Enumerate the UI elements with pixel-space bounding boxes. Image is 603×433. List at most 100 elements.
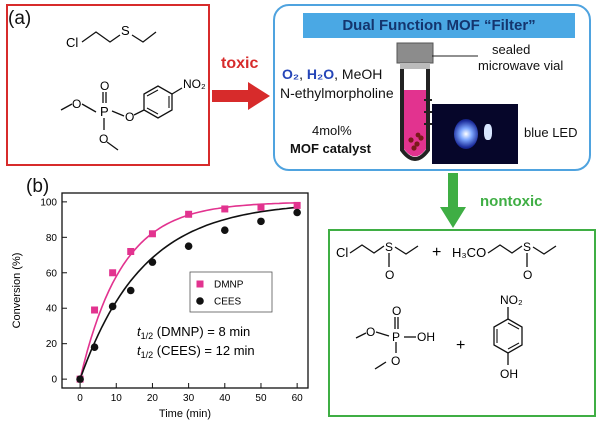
reagent-o2: O₂ [282, 66, 300, 82]
x-axis-label: Time (min) [159, 408, 211, 420]
toxic-structures: Cl S P O O O O NO₂ [60, 23, 206, 151]
prod-oh-label: OH [417, 330, 435, 344]
prod-ring-double3 [507, 342, 520, 350]
data-point-dmnp [91, 306, 99, 314]
dmnp-o-top: O [100, 79, 109, 93]
y-tick-label: 100 [40, 197, 57, 208]
reagent-base: N-ethylmorpholine [280, 85, 394, 101]
y-tick-label: 60 [46, 268, 58, 279]
prod-p-methyl-bottom [374, 361, 387, 370]
prod-no2-label: NO₂ [500, 293, 523, 307]
prod2-chain-right [532, 245, 557, 255]
nontoxic-structures: Cl S O + H₃CO S O P O O O OH + NO₂ OH [336, 240, 557, 381]
data-point-cees [148, 258, 157, 266]
plus-1: + [432, 244, 441, 261]
panel-a-label: (a) [8, 8, 32, 29]
toxic-reactants-box [6, 4, 210, 166]
legend-label-dmnp: DMNP [214, 280, 244, 291]
led-glow [454, 119, 478, 149]
dmnp-ring-double3 [146, 107, 159, 115]
cees-cl-label: Cl [66, 35, 78, 50]
data-points [76, 201, 301, 383]
catalyst-name: MOF catalyst [290, 141, 371, 156]
data-point-cees [184, 242, 193, 250]
y-axis-ticks: 0 20 40 60 80 100 [40, 197, 67, 386]
prod1-chain-left [349, 244, 385, 254]
prod1-chain-right [394, 245, 419, 255]
legend-frame [189, 271, 273, 313]
y-tick-label: 80 [46, 233, 58, 244]
data-point-dmnp [221, 205, 229, 213]
legend-label-cees: CEES [214, 297, 242, 308]
dmnp-o-right: O [125, 110, 134, 124]
prod-s2-label: S [523, 240, 531, 254]
data-point-cees [293, 208, 301, 217]
prod-o-label: O [385, 268, 394, 282]
led-spot [484, 124, 492, 140]
data-point-dmnp [185, 210, 193, 218]
x-tick-label: 50 [255, 393, 267, 404]
dmnp-ring-double1 [146, 89, 159, 97]
x-tick-label: 20 [147, 393, 159, 404]
data-point-cees [257, 217, 265, 226]
data-point-cees [76, 375, 84, 383]
cees-chain-left [81, 31, 121, 43]
prod-h3co-label: H₃CO [452, 245, 486, 260]
dmnp-methyl-bottom [106, 141, 119, 151]
dmnp-no2-bond [171, 87, 183, 95]
reagent-rest: , MeOH [334, 66, 383, 82]
vial-label-line1: sealed [492, 42, 531, 57]
prod-p-label: P [392, 330, 400, 344]
cees-chain-right [131, 31, 157, 43]
half-life-annotation: t1/2 (DMNP) = 8 min [137, 324, 250, 341]
dmnp-no2-label: NO₂ [183, 77, 206, 91]
dmnp-benzene-ring [143, 85, 173, 119]
reagent-line1: O₂, H₂O, MeOH [282, 66, 383, 82]
y-tick-label: 0 [51, 375, 57, 386]
y-axis-label: Conversion (%) [11, 253, 23, 329]
data-point-cees [90, 343, 99, 352]
y-tick-label: 20 [46, 339, 58, 350]
toxic-arrow [212, 82, 270, 110]
data-point-dmnp [127, 248, 135, 255]
y-tick-label: 40 [46, 304, 58, 315]
fit-curve-cees [79, 206, 298, 380]
prod-phenol-ring [493, 318, 523, 354]
x-tick-label: 0 [77, 393, 83, 404]
mof-filter-box [273, 4, 591, 171]
dmnp-aryl-bond [133, 109, 145, 116]
prod-ring-double1 [507, 322, 520, 330]
prod-p-methyl-left [355, 332, 367, 339]
dmnp-bond-right [111, 110, 125, 117]
prod-p-o-top: O [392, 304, 401, 318]
panel-b-label: (b) [26, 176, 50, 197]
nontoxic-arrow [440, 173, 466, 228]
nontoxic-products-box [328, 229, 596, 417]
data-point-cees [220, 226, 229, 235]
x-tick-label: 30 [183, 393, 195, 404]
vial-label-line2: microwave vial [478, 58, 564, 73]
prod-p-o-left: O [366, 325, 375, 339]
cees-s-label: S [121, 23, 130, 38]
prod-cl-label: Cl [336, 245, 348, 260]
dmnp-p-label: P [100, 104, 109, 119]
vial-leader-line [432, 55, 478, 57]
prod-p-o-bottom: O [391, 354, 400, 368]
x-tick-label: 60 [292, 393, 304, 404]
catalyst-loading: 4mol% [312, 123, 352, 138]
dmnp-o-bottom: O [99, 132, 108, 146]
data-point-dmnp [148, 230, 156, 238]
microwave-vial [396, 42, 434, 161]
chart-legend: DMNP CEES [189, 271, 273, 313]
legend-marker-cees [196, 297, 204, 305]
plot-frame [61, 192, 309, 389]
nontoxic-label: nontoxic [480, 193, 543, 210]
data-point-dmnp [293, 201, 301, 209]
data-point-cees [126, 286, 135, 295]
dmnp-methyl-left [60, 103, 73, 111]
filter-title: Dual Function MOF “Filter” [303, 13, 575, 38]
prod2-chain-left [487, 244, 523, 254]
data-point-dmnp [257, 203, 265, 211]
